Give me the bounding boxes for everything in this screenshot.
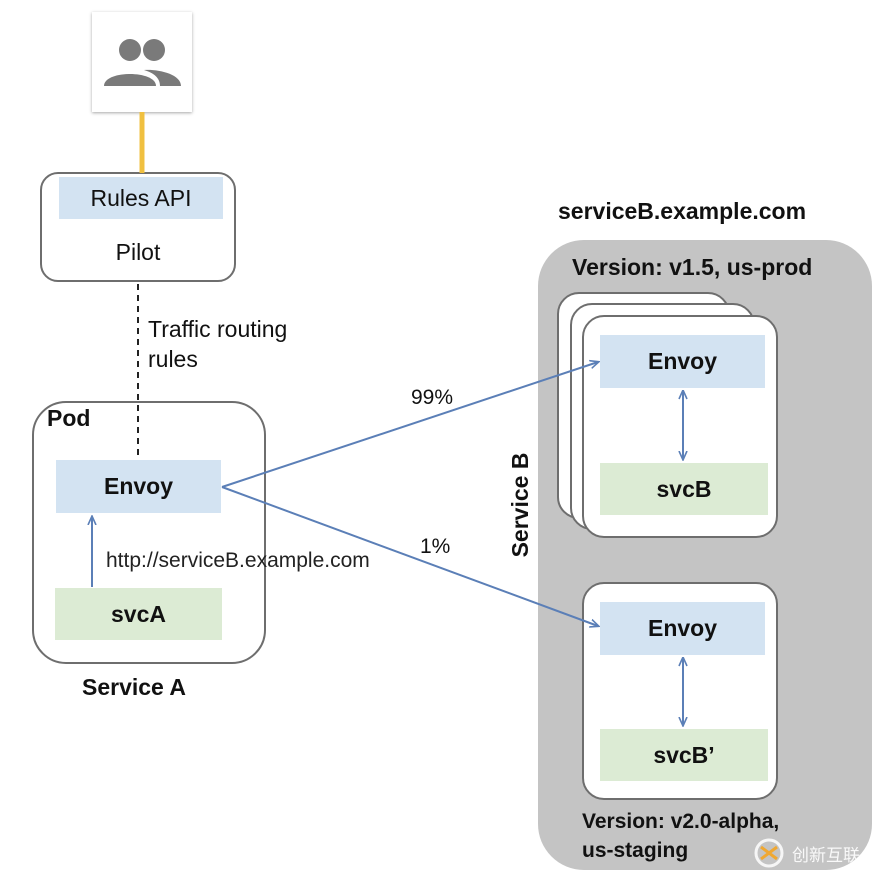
watermark-logo-icon — [754, 838, 784, 868]
traffic-routing-rules-label: Traffic routing rules — [148, 316, 288, 372]
route-99-arrow — [221, 362, 598, 488]
pilot-label: Pilot — [115, 238, 161, 265]
version-staging-label: Version: v2.0-alpha, us-staging — [582, 807, 779, 865]
envoy-proxy-a: Envoy — [56, 460, 221, 513]
service-b-domain: serviceB.example.com — [558, 198, 807, 224]
traffic-1-label: 1% — [420, 535, 451, 558]
service-a-caption: Service A — [82, 674, 186, 700]
rules-api-label: Rules API — [59, 177, 223, 219]
traffic-99-label: 99% — [411, 386, 454, 409]
svcb-staging-box: svcB’ — [600, 729, 768, 781]
version-prod-label: Version: v1.5, us-prod — [572, 254, 813, 280]
version-staging-line1: Version: v2.0-alpha, — [582, 810, 780, 833]
route-1-arrow — [221, 486, 598, 626]
pod-label: Pod — [47, 405, 91, 431]
users-card — [92, 12, 192, 112]
watermark: 创新互联 — [752, 833, 882, 873]
envoy-proxy-b-prod: Envoy — [600, 335, 765, 388]
svcb-prod-box: svcB — [600, 463, 768, 515]
version-staging-line2: us-staging — [582, 839, 689, 862]
svca-box: svcA — [55, 588, 222, 640]
group-users-icon — [104, 39, 181, 86]
request-url-label: http://serviceB.example.com — [106, 549, 370, 572]
envoy-proxy-b-staging: Envoy — [600, 602, 765, 655]
watermark-text: 创新互联 — [792, 845, 860, 865]
